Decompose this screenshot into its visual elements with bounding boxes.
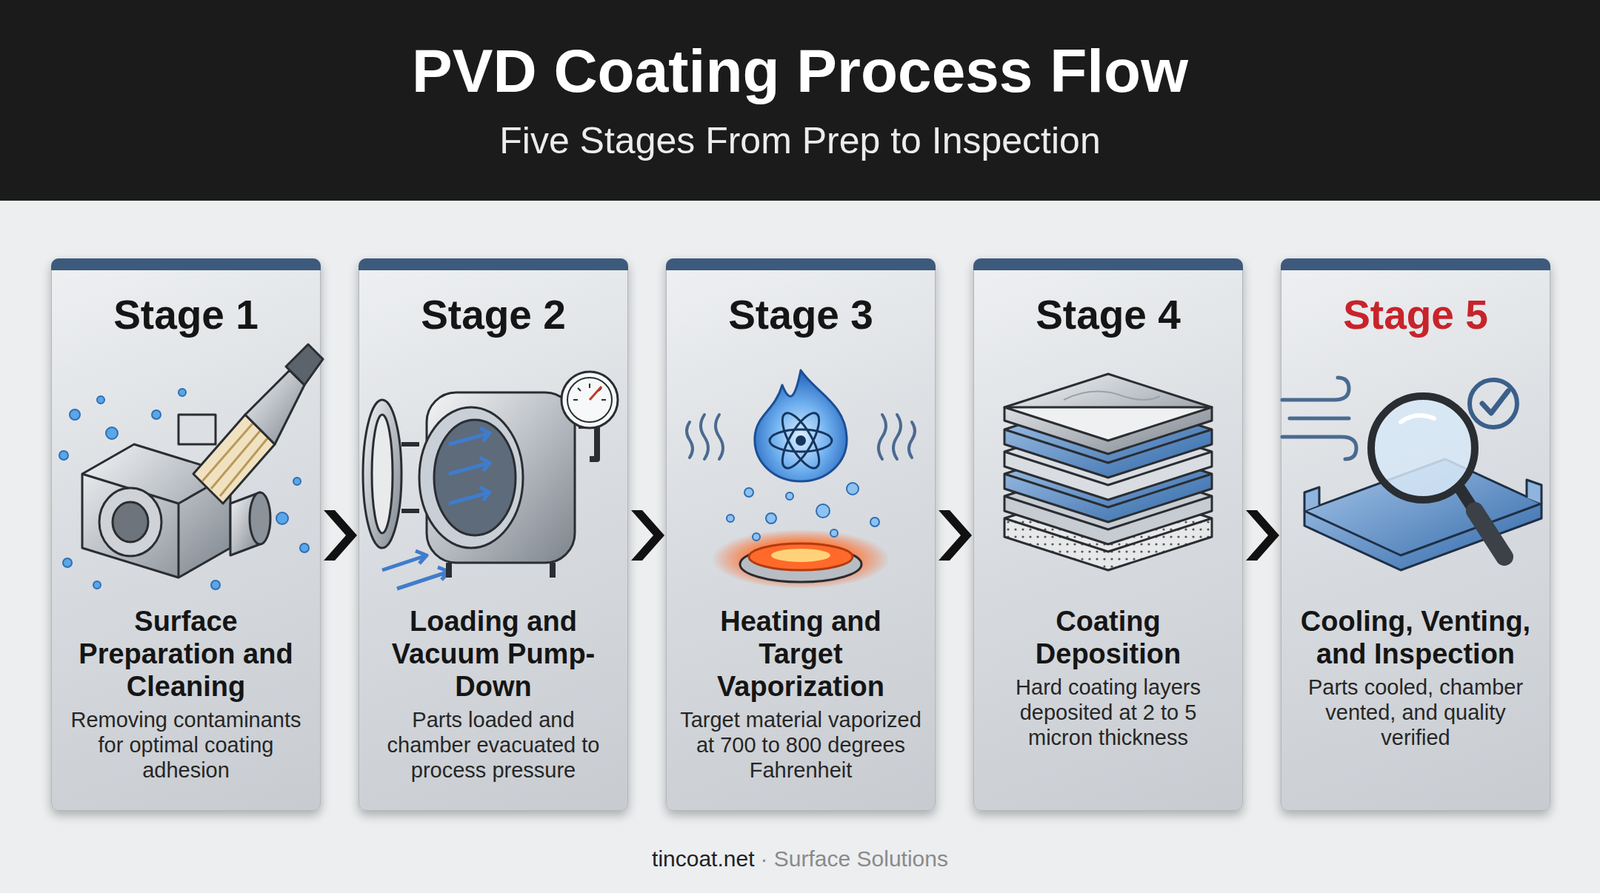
- stage-number: Stage 3: [680, 291, 922, 338]
- vacuum-chamber-icon: [362, 371, 618, 589]
- stage-number: Stage 4: [987, 291, 1229, 338]
- process-card: Stage 4 Coating DepositionHard coating la…: [973, 258, 1243, 812]
- header-band: PVD Coating Process Flow Five Stages Fro…: [0, 0, 1600, 201]
- stage-description: Parts cooled, chamber vented, and qualit…: [1294, 674, 1537, 751]
- process-card: Stage 2 Loading and Vacuum Pump-DownParts…: [358, 258, 629, 812]
- stage-title: Loading and Vacuum Pump-Down: [372, 605, 615, 703]
- card-top-bar: [358, 258, 629, 271]
- stage-title: Surface Preparation and Cleaning: [65, 605, 307, 703]
- card-top-bar: [665, 258, 936, 271]
- diagram-title: PVD Coating Process Flow: [0, 34, 1600, 109]
- stage-title: Coating Deposition: [987, 605, 1229, 671]
- stage-number: Stage 2: [372, 291, 615, 338]
- card-top-bar: [973, 258, 1243, 271]
- inspection-icon: [1282, 377, 1542, 571]
- vaporization-icon: [686, 370, 915, 589]
- footer-tagline: · Surface Solutions: [760, 846, 948, 872]
- stage-description: Target material vaporized at 700 to 800 …: [680, 707, 922, 783]
- stage-description: Removing contaminants for optimal coatin…: [65, 707, 307, 783]
- stage-title: Cooling, Venting, and Inspection: [1294, 605, 1537, 671]
- cleaning-icon: [59, 344, 323, 590]
- footer: tincoat.net· Surface Solutions: [0, 844, 1600, 875]
- stage-title: Heating and Target Vaporization: [680, 605, 922, 703]
- stage-description: Parts loaded and chamber evacuated to pr…: [372, 707, 615, 783]
- flow-chevron: [323, 510, 358, 561]
- process-card: Stage 1 Surface Preparation and CleaningR…: [51, 258, 321, 812]
- flow-chevron: [938, 510, 972, 561]
- coating-layers-icon: [1004, 374, 1212, 571]
- footer-site: tincoat.net: [651, 846, 755, 872]
- stage-number: Stage 1: [65, 291, 307, 338]
- card-top-bar: [51, 258, 321, 271]
- subtitle: Five Stages From Prep to Inspection: [0, 118, 1600, 163]
- flow-chevron: [1245, 510, 1280, 561]
- process-card: Stage 3 Heating and Target VaporizationTa…: [665, 258, 936, 812]
- card-top-bar: [1280, 258, 1551, 271]
- process-card: Stage 5 Cooling, Venting, and InspectionP…: [1280, 258, 1551, 812]
- stage-description: Hard coating layers deposited at 2 to 5 …: [987, 674, 1229, 751]
- flow-chevron: [631, 510, 665, 561]
- stage-number: Stage 5: [1294, 291, 1537, 338]
